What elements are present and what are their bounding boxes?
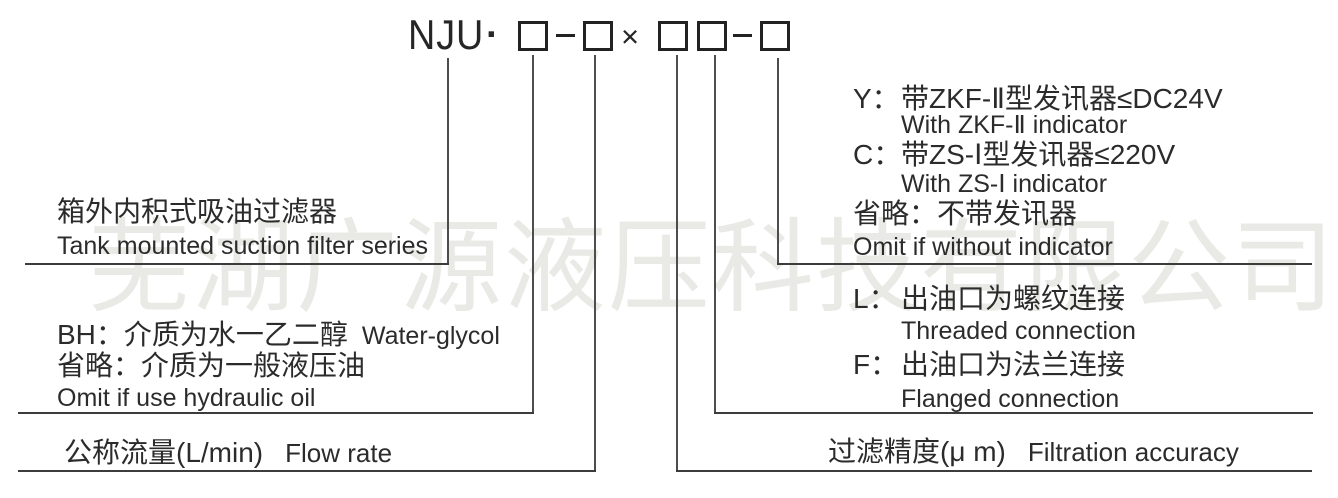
indicator-y-key: Y： (853, 83, 900, 114)
leader-line-indicator (777, 58, 779, 265)
leader-line-medium (532, 55, 534, 414)
medium-bh-line: BH：介质为水一乙二醇 Water-glycol (57, 320, 500, 351)
series-label-cn: 箱外内积式吸油过滤器 (57, 196, 338, 227)
leader-line-filtration (676, 55, 678, 472)
connection-f-key: F： (853, 349, 899, 380)
code-box-4 (697, 21, 727, 51)
code-dash-1 (556, 34, 575, 37)
code-box-5 (760, 21, 790, 51)
code-separator-dot: · (486, 14, 499, 56)
code-box-3 (658, 21, 688, 51)
connection-l-line: L：出油口为螺纹连接 (853, 284, 1125, 314)
connection-l-en: Threaded connection (901, 317, 1136, 345)
filtration-label: 过滤精度(μ m) Filtration accuracy (828, 436, 1239, 468)
indicator-c-en: With ZS-Ⅰ indicator (901, 170, 1108, 198)
medium-bh-cn: BH：介质为水一乙二醇 (57, 319, 348, 350)
indicator-c-key: C： (853, 139, 902, 170)
connection-f-cn: 出油口为法兰连接 (901, 349, 1126, 380)
series-label-en: Tank mounted suction filter series (57, 232, 429, 260)
indicator-c-line: C：带ZS-Ⅰ型发讯器≤220V (853, 140, 1175, 170)
code-dash-2 (733, 34, 752, 37)
filtration-cn: 过滤精度(μ m) (828, 436, 1006, 467)
rule-connection-label (714, 412, 1313, 414)
flow-rate-label: 公称流量(L/min) Flow rate (64, 437, 393, 469)
watermark: 芜湖广源液压科技有限公司 (88, 211, 1336, 325)
medium-omit-en: Omit if use hydraulic oil (57, 384, 316, 412)
flow-rate-en: Flow rate (285, 438, 393, 468)
leader-line-flow-rate (594, 55, 596, 472)
code-box-2 (583, 21, 613, 51)
indicator-y-en: With ZKF-Ⅱ indicator (901, 111, 1128, 139)
code-box-1 (518, 21, 548, 51)
connection-f-line: F：出油口为法兰连接 (853, 350, 1125, 380)
medium-bh-en: Water-glycol (361, 322, 500, 350)
rule-medium-label (18, 412, 534, 414)
indicator-omit-cn: 省略：不带发讯器 (853, 198, 1078, 229)
indicator-y-cn: 带ZKF-Ⅱ型发讯器≤DC24V (901, 83, 1223, 114)
filtration-en: Filtration accuracy (1027, 437, 1239, 467)
connection-l-key: L： (853, 283, 897, 314)
indicator-omit-en: Omit if without indicator (853, 233, 1113, 261)
code-series: NJU (408, 11, 485, 58)
code-multiply-sign: × (621, 19, 640, 54)
rule-filtration-label (676, 470, 1312, 472)
flow-rate-cn: 公称流量(L/min) (64, 437, 264, 468)
leader-line-series (447, 58, 449, 265)
indicator-y-line: Y：带ZKF-Ⅱ型发讯器≤DC24V (853, 84, 1223, 114)
rule-series-label (25, 263, 449, 265)
connection-l-cn: 出油口为螺纹连接 (901, 283, 1126, 314)
leader-line-connection (714, 55, 716, 414)
rule-indicator-label (777, 263, 1312, 265)
connection-f-en: Flanged connection (901, 385, 1120, 413)
medium-omit-cn: 省略：介质为一般液压油 (57, 350, 366, 381)
rule-flow-rate-label (18, 470, 596, 472)
indicator-c-cn: 带ZS-Ⅰ型发讯器≤220V (901, 139, 1176, 170)
